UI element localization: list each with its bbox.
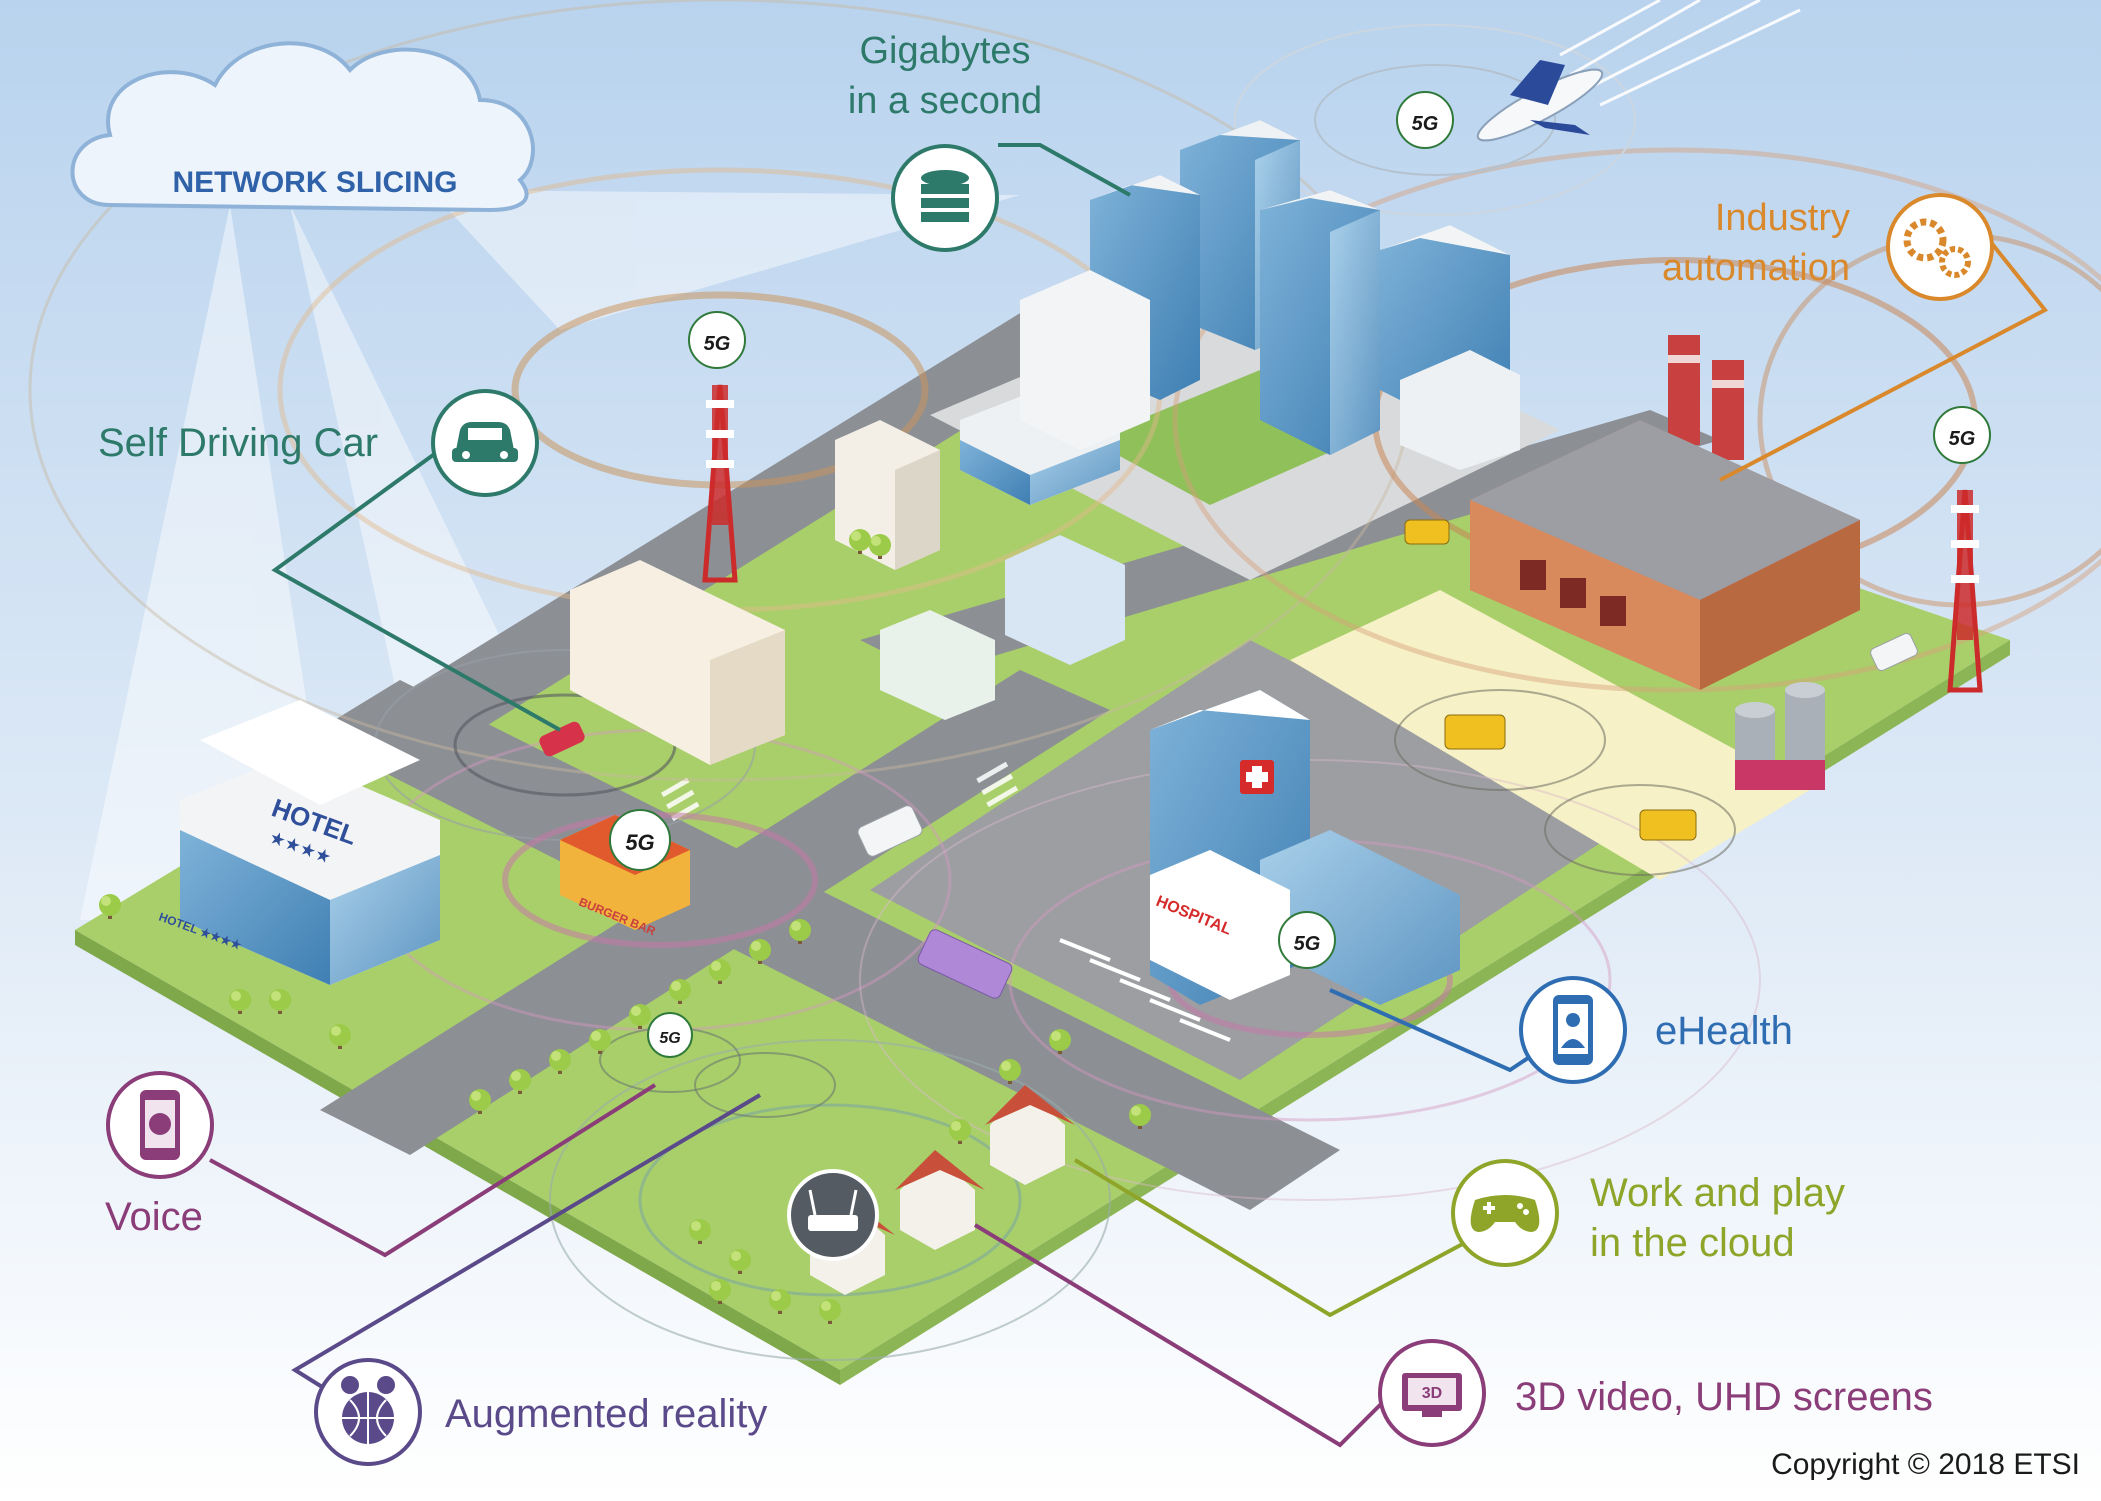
office-complex	[960, 120, 1520, 505]
cell-tower-icon	[702, 384, 1983, 693]
5g-text: 5G	[1294, 933, 1321, 955]
gigabytes-sub-label: in a second	[848, 80, 1042, 122]
database-icon	[891, 144, 999, 252]
work-play-label: Work and play	[1590, 1171, 1845, 1215]
white-van	[857, 805, 923, 857]
5g-text: 5G	[1412, 113, 1439, 135]
5g-badge-park: 5G	[647, 1012, 693, 1058]
3d-video-label: 3D video, UHD screens	[1515, 1375, 1933, 1419]
combine-harvester	[1444, 714, 1506, 750]
5g-badge-hospital: 5G	[1278, 911, 1336, 969]
vehicles	[539, 519, 1918, 999]
5g-text: 5G	[1949, 428, 1976, 450]
silos	[1735, 682, 1825, 790]
network-slicing-cloud: NETWORK SLICING	[70, 41, 535, 213]
voice-label: Voice	[105, 1195, 203, 1239]
5g-badge-burger: 5G	[609, 809, 671, 871]
service-icons: 3D	[106, 144, 1994, 1466]
car-icon	[431, 389, 539, 497]
copyright-text: Copyright © 2018 ETSI	[1771, 1448, 2080, 1481]
3d-text: 3D	[1422, 1385, 1442, 1402]
5g-badge-tower-left: 5G	[688, 311, 746, 369]
ehealth-label: eHealth	[1655, 1009, 1793, 1053]
use-case-labels: Gigabytes in a second Industry automatio…	[98, 30, 1933, 1436]
gears-icon	[1886, 193, 1994, 301]
yellow-tractor	[1639, 809, 1697, 841]
5g-badge-tower-right: 5G	[1933, 406, 1991, 464]
gamepad-icon	[1451, 1159, 1559, 1267]
phone-doctor-icon	[1519, 976, 1627, 1084]
5g-text: 5G	[625, 830, 654, 855]
network-slicing-label: NETWORK SLICING	[173, 166, 458, 199]
white-van-2	[1870, 632, 1918, 672]
small-tractor	[1404, 519, 1450, 545]
industry-sub-label: automation	[1662, 247, 1850, 289]
factory	[1470, 335, 1860, 690]
gigabytes-label: Gigabytes	[859, 30, 1030, 72]
5g-text: 5G	[659, 1030, 680, 1047]
work-play-sub-label: in the cloud	[1590, 1221, 1795, 1265]
globe-people-icon	[314, 1358, 422, 1466]
purple-bus	[917, 929, 1013, 999]
5g-badge-plane: 5G	[1396, 91, 1454, 149]
router-icon	[787, 1169, 879, 1261]
industry-label: Industry	[1715, 197, 1850, 239]
airplane-icon	[1476, 0, 1801, 142]
self-driving-label: Self Driving Car	[98, 421, 378, 465]
screen-3d-icon: 3D	[1378, 1339, 1486, 1447]
red-car	[539, 721, 585, 757]
5g-text: 5G	[704, 333, 731, 355]
augmented-reality-label: Augmented reality	[445, 1392, 767, 1436]
phone-voice-icon	[106, 1071, 214, 1179]
